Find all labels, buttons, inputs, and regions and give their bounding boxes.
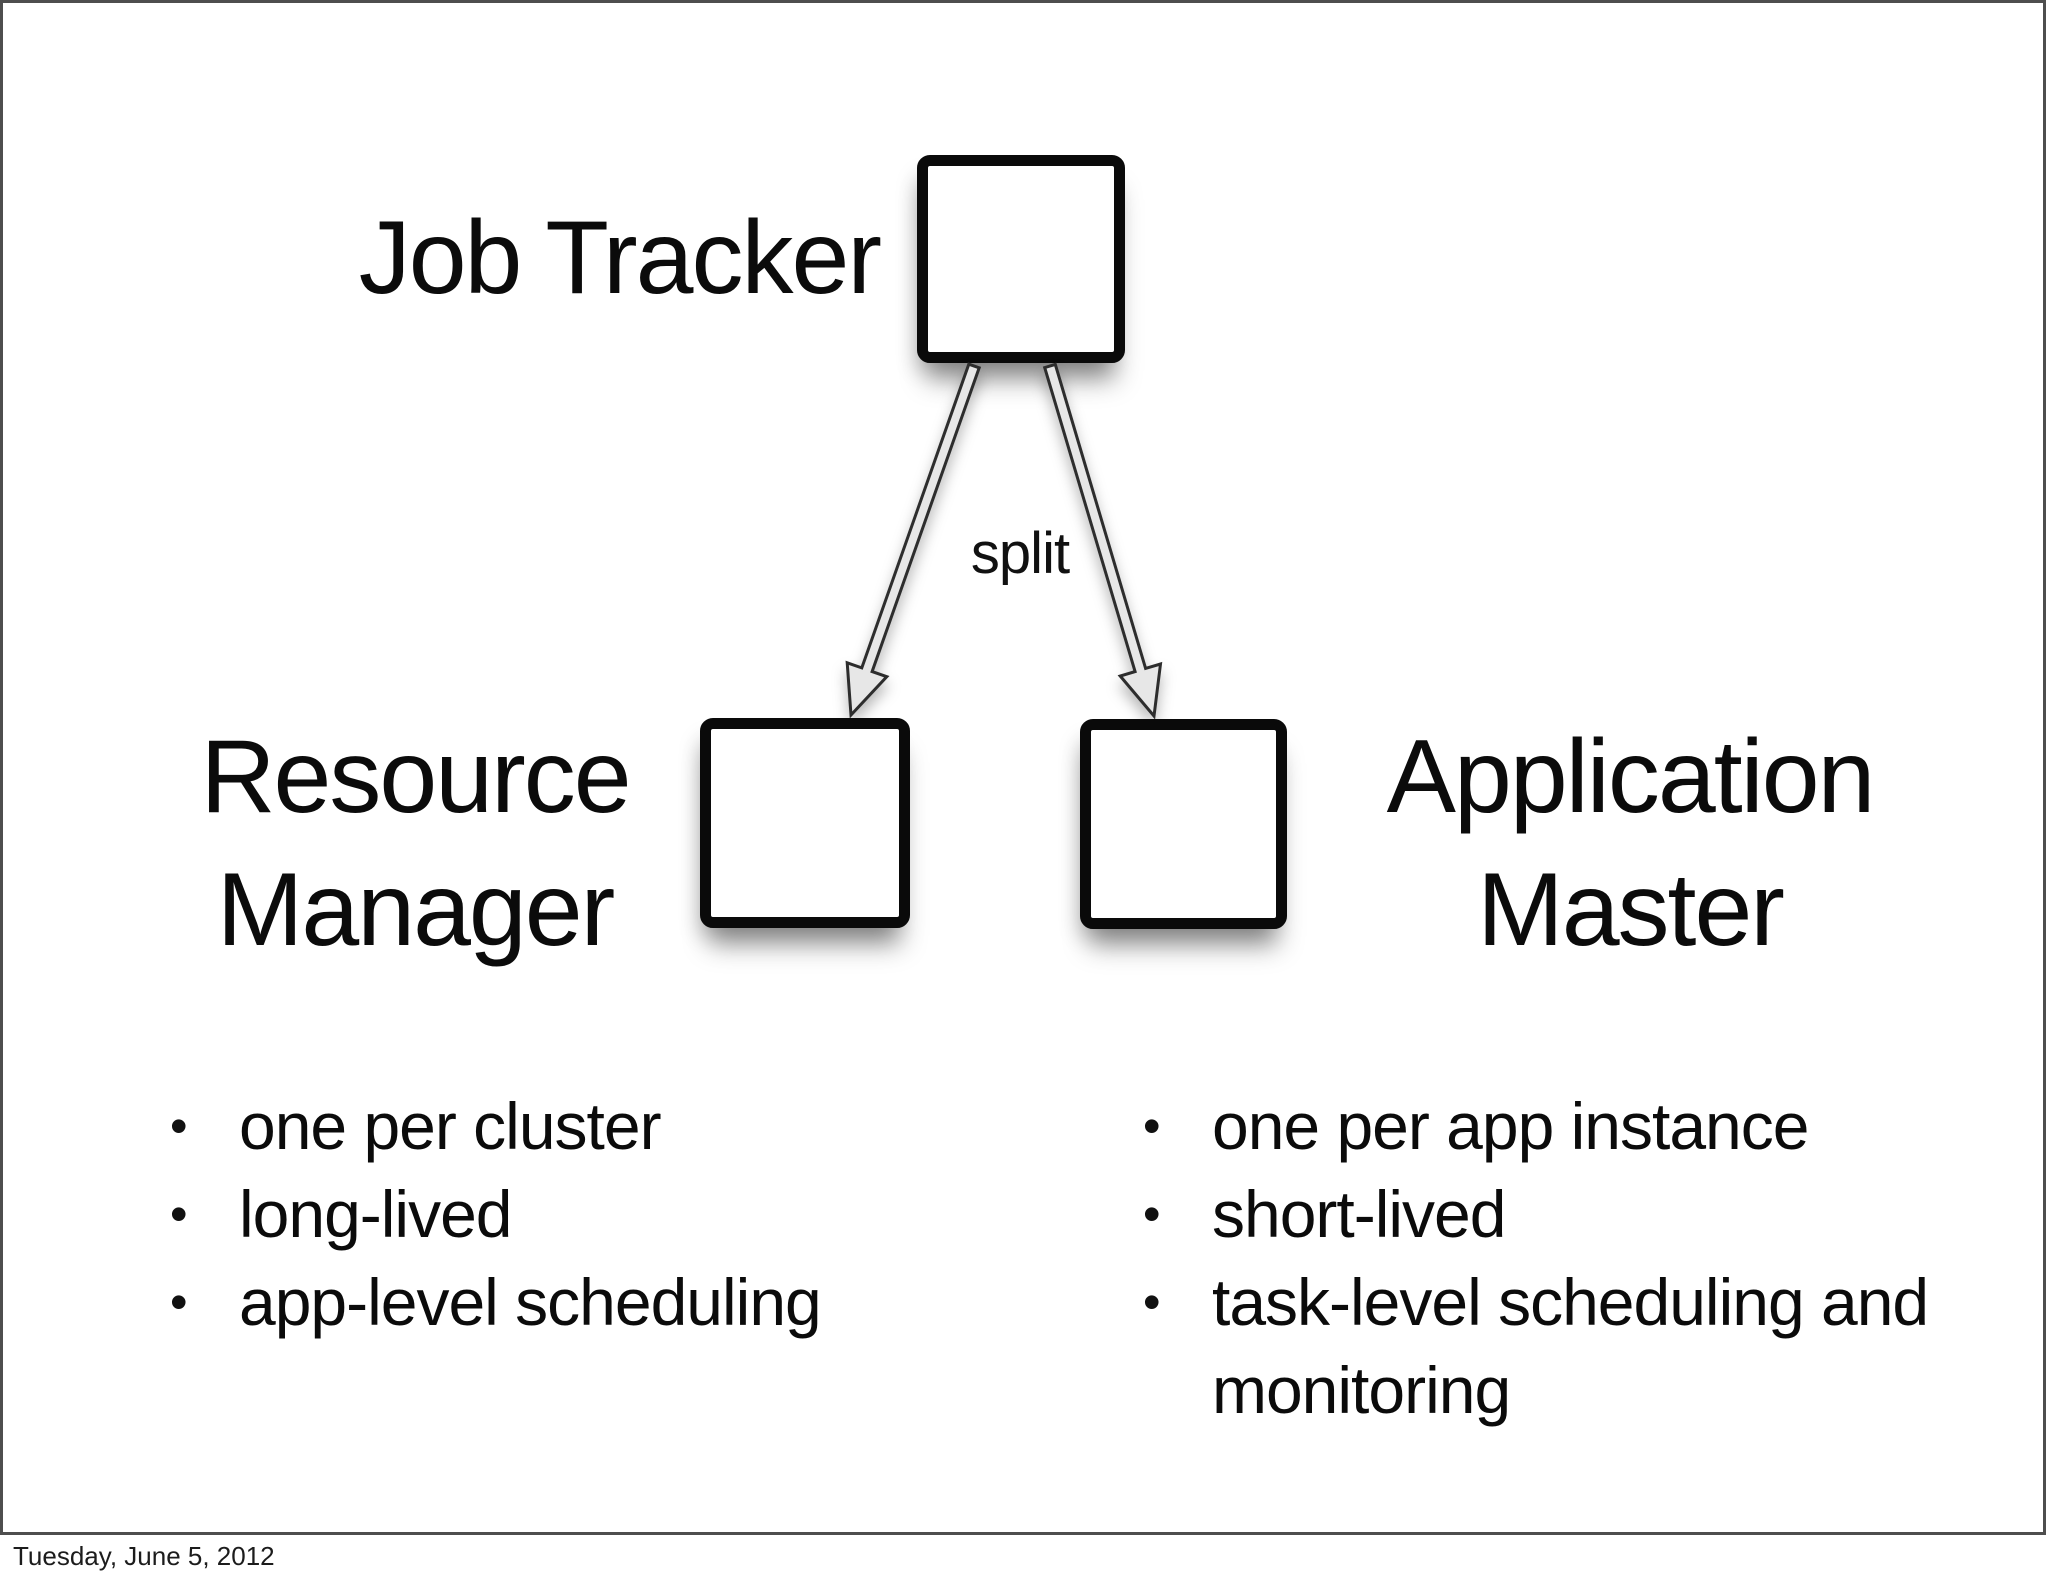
job-tracker-label: Job Tracker xyxy=(358,200,882,317)
application-master-bullet-list: one per app instance short-lived task-le… xyxy=(1124,1082,1970,1434)
resource-manager-box xyxy=(700,718,910,928)
list-item: one per cluster xyxy=(151,1082,1011,1170)
application-master-box xyxy=(1080,719,1287,929)
list-item: app-level scheduling xyxy=(151,1258,1011,1346)
list-item: task-level scheduling and monitoring xyxy=(1124,1258,1970,1434)
list-item: one per app instance xyxy=(1124,1082,1970,1170)
resource-manager-bullet-list: one per cluster long-lived app-level sch… xyxy=(151,1082,1011,1346)
job-tracker-box xyxy=(917,155,1125,363)
split-label: split xyxy=(970,521,1070,586)
application-master-label: Application Master xyxy=(1386,719,1876,969)
list-item: short-lived xyxy=(1124,1170,1970,1258)
list-item: long-lived xyxy=(151,1170,1011,1258)
footer-date: Tuesday, June 5, 2012 xyxy=(13,1541,275,1571)
resource-manager-label: Resource Manager xyxy=(200,719,631,969)
